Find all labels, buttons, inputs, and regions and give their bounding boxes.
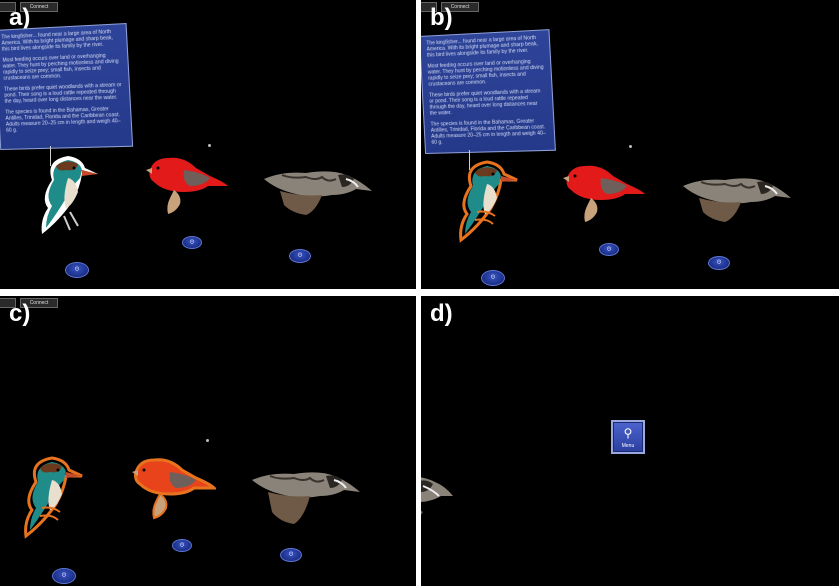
card-pole: [50, 146, 51, 166]
audio-disc[interactable]: ⊙: [280, 548, 302, 562]
speaker-icon: ⊙: [490, 274, 496, 281]
toolbar: Connect: [421, 2, 479, 12]
connect-button[interactable]: Connect: [20, 298, 58, 308]
menu-button[interactable]: [421, 2, 437, 12]
info-paragraph: The species is found in the Bahamas, Gre…: [430, 118, 547, 146]
audio-disc[interactable]: ⊙: [52, 568, 76, 584]
info-card: The kingfisher... found near a large are…: [421, 29, 556, 155]
card-pole: [469, 150, 470, 170]
panel-label: c): [9, 300, 31, 327]
connect-button[interactable]: Connect: [441, 2, 479, 12]
kingfisher-bird[interactable]: [30, 150, 100, 240]
panel-d: d) ⚲ Menu: [421, 296, 839, 586]
panel-a: Connect a) The kingfisher... found near …: [0, 0, 416, 289]
panel-label: d): [430, 300, 453, 327]
info-paragraph: The species is found in the Bahamas, Gre…: [5, 106, 121, 134]
kingfisher-bird-highlighted[interactable]: [449, 156, 519, 246]
woodpecker-bird-partial[interactable]: [421, 468, 469, 528]
audio-disc[interactable]: ⊙: [481, 270, 505, 286]
audio-disc[interactable]: ⊙: [172, 539, 192, 552]
menu-button[interactable]: [0, 2, 16, 12]
menu-button[interactable]: [0, 298, 16, 308]
panel-b: Connect b) The kingfisher... found near …: [421, 0, 839, 289]
tanager-bird[interactable]: [561, 160, 647, 226]
toolbar: Connect: [0, 298, 58, 308]
speaker-icon: ⊙: [606, 246, 612, 253]
center-dot: [208, 144, 211, 147]
audio-disc[interactable]: ⊙: [708, 256, 730, 270]
panel-label: a): [9, 4, 31, 31]
woodpecker-bird[interactable]: [250, 466, 362, 526]
info-card: The kingfisher... found near a large are…: [0, 22, 134, 151]
center-dot: [629, 145, 632, 148]
audio-disc[interactable]: ⊙: [65, 262, 89, 278]
panel-label: b): [430, 4, 453, 31]
audio-disc[interactable]: ⊙: [599, 243, 619, 256]
wand-icon: ⚲: [623, 426, 633, 440]
info-paragraph: Most feeding occurs over land or overhan…: [427, 58, 544, 88]
info-paragraph: These birds prefer quiet woodlands with …: [3, 82, 122, 105]
speaker-icon: ⊙: [61, 572, 67, 579]
info-paragraph: The kingfisher... found near a large are…: [426, 34, 539, 59]
center-dot: [206, 439, 209, 442]
speaker-icon: ⊙: [297, 252, 303, 259]
menu-tile-label: Menu: [621, 443, 635, 449]
speaker-icon: ⊙: [179, 542, 185, 549]
info-paragraph: These birds prefer quiet woodlands with …: [428, 88, 541, 117]
info-paragraph: Most feeding occurs over land or overhan…: [2, 52, 119, 82]
speaker-icon: ⊙: [716, 259, 722, 266]
kingfisher-bird-highlighted[interactable]: [14, 452, 84, 542]
speaker-icon: ⊙: [74, 266, 80, 273]
speaker-icon: ⊙: [288, 551, 294, 558]
toolbar: Connect: [0, 2, 58, 12]
connect-button[interactable]: Connect: [20, 2, 58, 12]
woodpecker-bird[interactable]: [262, 165, 374, 217]
panel-c: Connect c) ⊙ ⊙ ⊙: [0, 296, 416, 586]
audio-disc[interactable]: ⊙: [182, 236, 202, 249]
tanager-bird-highlighted[interactable]: [130, 454, 216, 524]
speaker-icon: ⊙: [189, 239, 195, 246]
menu-tile[interactable]: ⚲ Menu: [611, 420, 645, 454]
tanager-bird[interactable]: [144, 152, 230, 218]
woodpecker-bird[interactable]: [681, 172, 793, 224]
audio-disc[interactable]: ⊙: [289, 249, 311, 263]
info-paragraph: The kingfisher... found near a large are…: [1, 28, 114, 53]
